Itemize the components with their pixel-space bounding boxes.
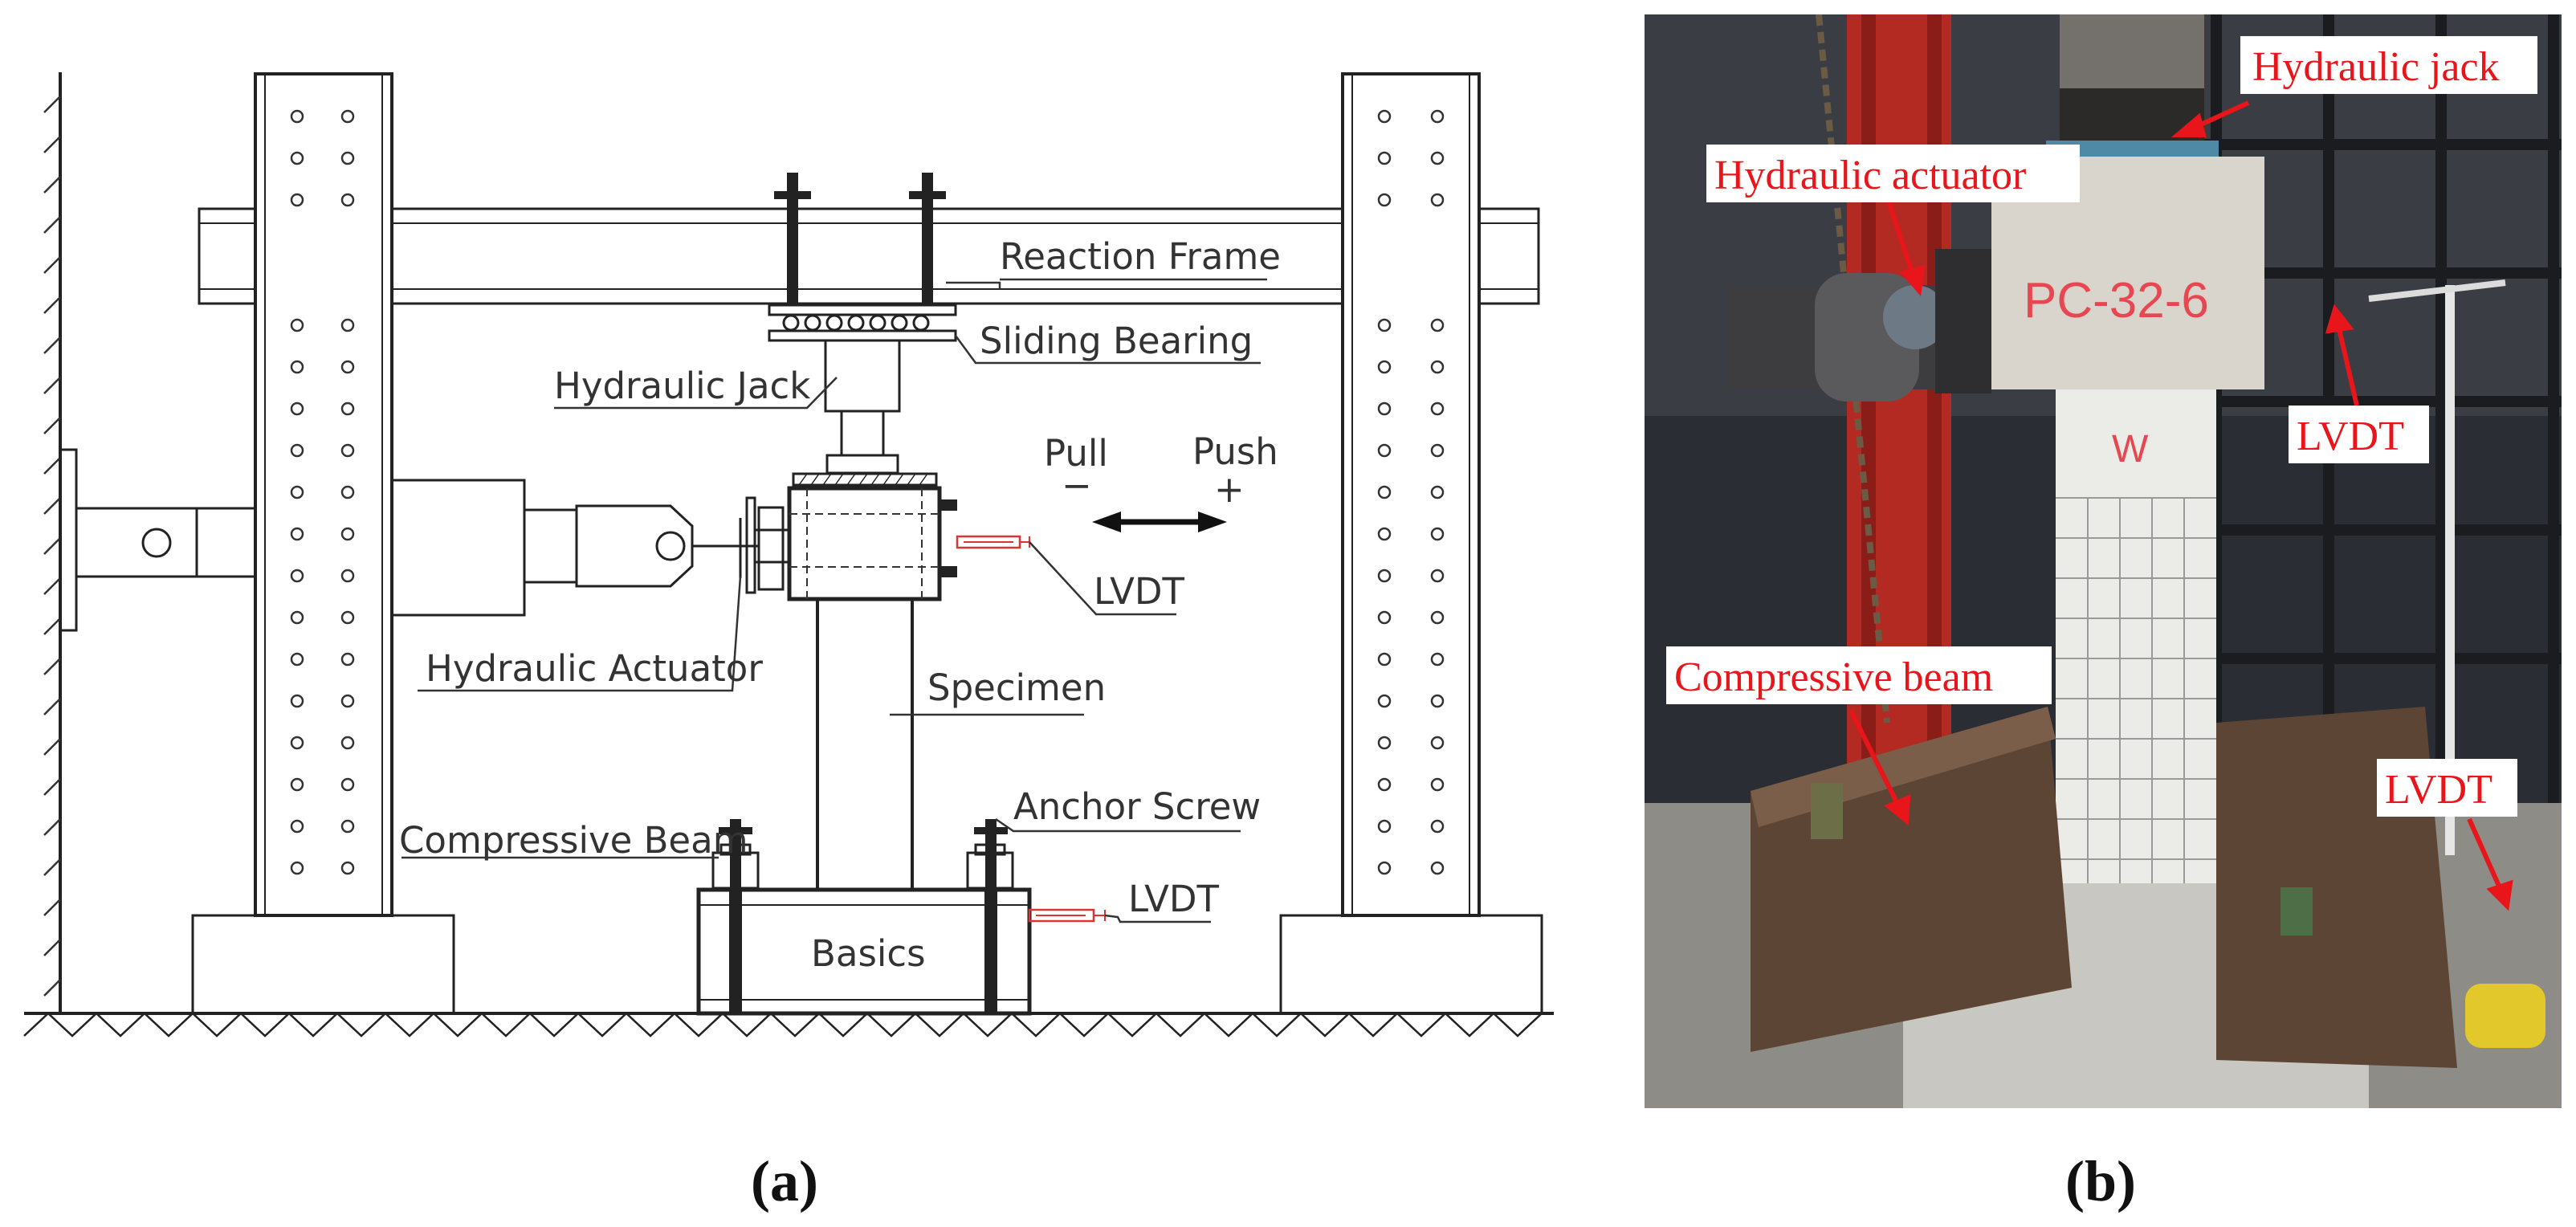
photo-arrows	[1848, 100, 2513, 911]
label-push: Push	[1192, 430, 1278, 473]
right-column-base	[1279, 914, 1543, 1015]
label-reaction-frame: Reaction Frame	[1000, 235, 1281, 278]
ground	[23, 1012, 1554, 1037]
actuator-link-arm	[76, 507, 255, 578]
caption-a: (a)	[751, 1149, 818, 1213]
compressive-beam-right	[966, 819, 1014, 891]
left-reaction-column	[254, 72, 393, 917]
hydraulic-actuator	[390, 479, 789, 617]
label-compressive-beam: Compressive Beam	[399, 819, 748, 862]
label-hydraulic-actuator: Hydraulic Actuator	[426, 647, 763, 690]
schematic-diagram: Reaction Frame Sliding Bearing Hydraulic…	[23, 72, 1554, 1213]
label-basics: Basics	[811, 932, 926, 975]
hydraulic-jack	[824, 339, 901, 475]
label-anchor-screw: Anchor Screw	[1013, 785, 1261, 828]
lvdt-bottom-sensor	[1028, 908, 1106, 923]
compressive-beam-left	[711, 819, 760, 891]
photo-label-compressive-beam: Compressive beam	[1674, 654, 1993, 700]
photo-label-hydraulic-jack: Hydraulic jack	[2252, 44, 2500, 90]
label-pull: Pull	[1044, 432, 1108, 475]
label-lvdt-bottom: LVDT	[1128, 878, 1220, 920]
label-hydraulic-jack: Hydraulic Jack	[554, 365, 810, 407]
sliding-bearing	[768, 304, 957, 342]
label-push-plus: +	[1214, 468, 1245, 511]
w-marking: W	[2112, 428, 2149, 471]
leader-lines	[401, 278, 1267, 923]
lvdt-top-sensor	[956, 535, 1030, 549]
reaction-wall	[43, 72, 78, 1012]
photo-label-lvdt-bottom: LVDT	[2385, 767, 2492, 813]
push-pull-arrow	[1092, 512, 1227, 532]
label-pull-minus: −	[1062, 464, 1092, 507]
foundation-block	[696, 887, 1032, 1016]
label-sliding-bearing: Sliding Bearing	[980, 320, 1253, 362]
top-bolts	[774, 173, 946, 303]
photo-label-hydraulic-actuator: Hydraulic actuator	[1714, 153, 2026, 198]
reaction-frame-beam	[198, 207, 1540, 305]
specimen-cap	[787, 472, 957, 601]
label-specimen: Specimen	[927, 666, 1106, 709]
left-column-base	[191, 914, 455, 1015]
photo-label-lvdt-top: LVDT	[2297, 414, 2404, 459]
specimen-marking: PC-32-6	[2024, 273, 2209, 328]
right-reaction-column	[1341, 72, 1481, 917]
caption-b: (b)	[2065, 1149, 2136, 1213]
specimen-column	[816, 599, 914, 890]
label-lvdt-top: LVDT	[1094, 570, 1185, 613]
test-setup-photo: PC-32-6 W Hydraulic jack Hydraulic actua…	[1645, 14, 2562, 1213]
